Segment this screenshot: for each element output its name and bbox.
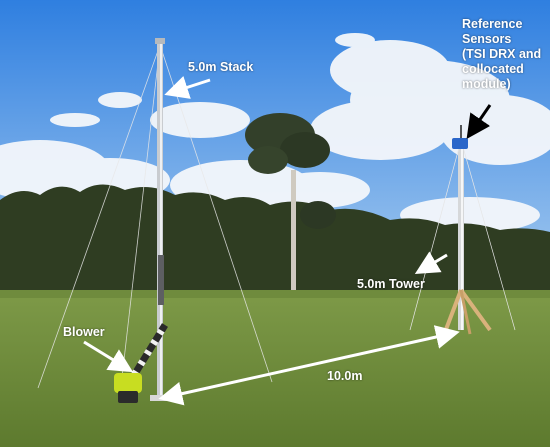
blower (114, 323, 168, 403)
tree-line (0, 184, 550, 300)
reference-line: collocated (462, 62, 524, 76)
reference-line: module) (462, 77, 511, 91)
tall-tree (245, 113, 336, 298)
reference-line: Reference (462, 17, 523, 31)
grass-field (0, 290, 550, 447)
stack-base (150, 395, 176, 401)
tower-arrow (414, 251, 448, 275)
distance-arrow (158, 325, 460, 406)
reference-line: Sensors (462, 32, 512, 46)
reference-line: (TSI DRX and (462, 47, 542, 61)
reference-sensors-label: Reference Sensors (TSI DRX and collocate… (462, 17, 541, 92)
stack-arrow (164, 76, 211, 99)
sensor-box (452, 138, 468, 149)
stack-label: 5.0m Stack (188, 60, 254, 74)
blower-arrow (83, 340, 134, 373)
stack-pole (155, 38, 165, 397)
tower (409, 125, 516, 335)
distance-label: 10.0m (327, 369, 363, 383)
reference-arrow (466, 104, 492, 139)
blower-label: Blower (63, 325, 105, 339)
tower-label: 5.0m Tower (357, 277, 425, 291)
